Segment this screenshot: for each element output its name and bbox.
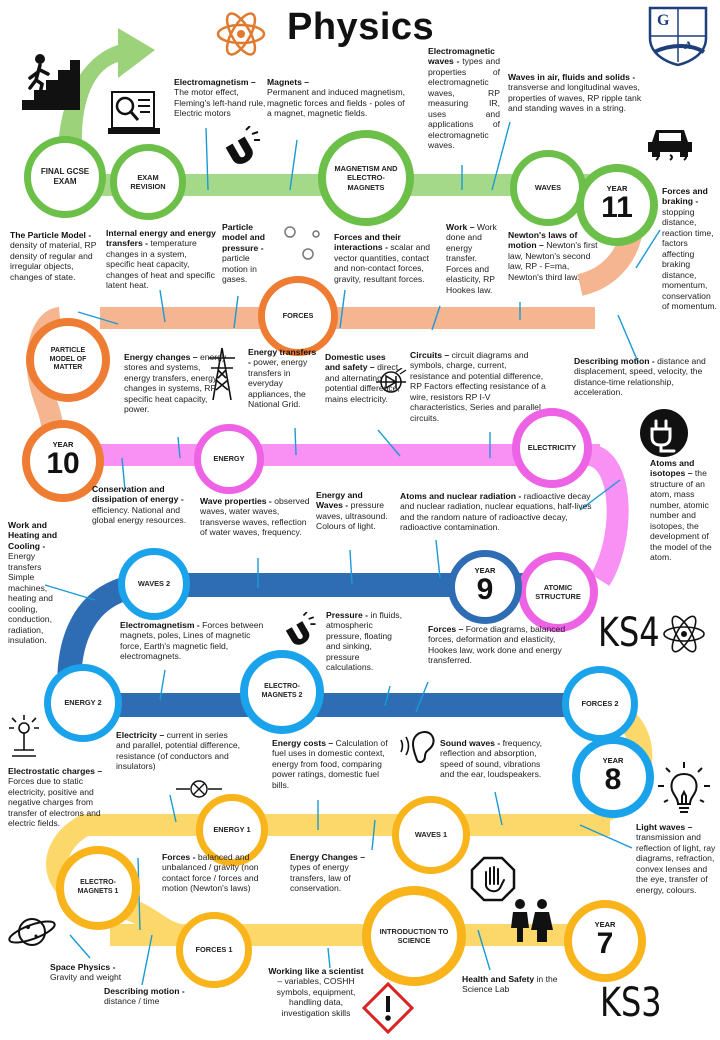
topic-forces-braking: Forces and braking - stopping distance, … xyxy=(662,186,717,312)
topic-work-heating: Work and Heating and Cooling - Energy tr… xyxy=(8,520,58,646)
topic-pressure: Pressure - in fluids, atmospheric pressu… xyxy=(326,610,402,673)
topic-describing-motion: Describing motion - distance and displac… xyxy=(574,356,706,398)
plug-icon xyxy=(640,409,688,457)
car-braking-icon xyxy=(648,130,692,161)
node-waves-2: WAVES 2 xyxy=(118,548,190,620)
node-electromagnets-1: ELECTRO-MAGNETS 1 xyxy=(56,846,140,930)
node-waves-1: WAVES 1 xyxy=(392,796,470,874)
node-electromagnets-2: ELECTRO-MAGNETS 2 xyxy=(240,650,324,734)
topic-space-physics: Space Physics - Gravity and weight xyxy=(50,962,122,983)
particles-icon xyxy=(284,226,320,260)
node-energy-2: ENERGY 2 xyxy=(44,664,122,742)
light-bulb-icon xyxy=(658,762,710,813)
node-introduction-to-science: INTRODUCTION TO SCIENCE xyxy=(362,886,466,986)
node-forces-1: FORCES 1 xyxy=(176,912,252,988)
topic-wave-properties: Wave properties - observed waves, water … xyxy=(200,496,310,538)
node-waves: WAVES xyxy=(510,150,586,226)
topic-electromagnetism-motor: Electromagnetism – The motor effect, Fle… xyxy=(174,77,266,119)
topic-atoms-isotopes: Atoms and isotopes – the structure of an… xyxy=(650,458,712,563)
stop-hand-icon xyxy=(470,856,516,902)
page-title: Physics xyxy=(287,6,435,48)
topic-em-waves: Electromagnetic waves - types and proper… xyxy=(428,46,500,151)
topic-conservation: Conservation and dissipation of energy -… xyxy=(92,484,187,526)
node-atomic-structure: ATOMIC STRUCTURE xyxy=(518,552,598,632)
magnet-small-icon xyxy=(285,612,316,645)
topic-energy-waves: Energy and Waves - pressure waves, ultra… xyxy=(316,490,388,532)
logo-letter-a: A xyxy=(684,38,693,52)
topic-waves-media: Waves in air, fluids and solids - transv… xyxy=(508,72,642,114)
ear-icon xyxy=(400,730,435,764)
school-logo: G A xyxy=(646,4,710,67)
node-energy-1: ENERGY 1 xyxy=(196,794,268,866)
node-forces-2: FORCES 2 xyxy=(562,666,638,742)
topic-magnets: Magnets –Permanent and induced magnetism… xyxy=(267,77,406,119)
topic-energy-changes: Energy changes – energy stores and syste… xyxy=(124,352,227,415)
topic-health-safety: Health and Safety in the Science Lab xyxy=(462,974,558,995)
topic-sound-waves: Sound waves - frequency, reflection and … xyxy=(440,738,543,780)
diode-icon xyxy=(376,368,407,393)
topic-electricity: Electricity – current in series and para… xyxy=(116,730,241,772)
node-electricity: ELECTRICITY xyxy=(512,408,592,488)
topic-forces-deformation: Forces – Force diagrams, balanced forces… xyxy=(428,624,566,666)
topic-newton: Newton's laws of motion – Newton's first… xyxy=(508,230,598,282)
node-magnetism: MAGNETISM AND ELECTRO-MAGNETS xyxy=(318,130,414,226)
topic-internal-energy: Internal energy and energy transfers - t… xyxy=(106,228,216,291)
topic-forces-balanced: Forces - balanced and unbalanced / gravi… xyxy=(162,852,259,894)
progress-arrow xyxy=(58,28,155,150)
atom-icon xyxy=(216,12,266,56)
node-forces: FORCES xyxy=(258,276,338,356)
node-particle-model: PARTICLE MODEL OF MATTER xyxy=(26,318,110,402)
ks3-label: KS3 xyxy=(600,980,662,1026)
topic-circuits: Circuits – circuit diagrams and symbols,… xyxy=(410,350,546,423)
hazard-warning-icon xyxy=(362,982,414,1034)
topic-particle-pressure: Particle model and pressure - particle m… xyxy=(222,222,265,285)
topic-work: Work – Work done and energy transfer. Fo… xyxy=(446,222,497,295)
planet-icon xyxy=(8,918,56,946)
topic-light-waves: Light waves – transmission and reflectio… xyxy=(636,822,716,895)
topic-describing-motion-ks3: Describing motion - distance / time xyxy=(104,986,185,1007)
magnet-icon xyxy=(225,126,260,164)
topic-domestic: Domestic uses and safety – direct and al… xyxy=(325,352,400,404)
ks4-label: KS4 xyxy=(598,610,660,656)
stairs-climber-icon xyxy=(22,54,80,110)
atom-outline-icon xyxy=(663,615,705,653)
node-exam-revision: EXAM REVISION xyxy=(110,144,186,220)
topic-particle-model: The Particle Model - density of material… xyxy=(10,230,97,282)
node-final-gcse-exam: FINAL GCSE EXAM xyxy=(24,136,106,218)
topic-electrostatic: Electrostatic charges – Forces due to st… xyxy=(8,766,103,829)
topic-electromagnetism-forces: Electromagnetism - Forces between magnet… xyxy=(120,620,264,662)
topic-forces-interactions: Forces and their interactions - scalar a… xyxy=(334,232,431,284)
node-energy: ENERGY xyxy=(194,424,264,494)
lamp-symbol-icon xyxy=(176,780,222,798)
logo-letter-g: G xyxy=(657,12,670,29)
topic-energy-changes-ks3: Energy Changes – types of energy transfe… xyxy=(290,852,365,894)
electroscope-icon xyxy=(9,715,39,757)
topic-energy-costs: Energy costs – Calculation of fuel uses … xyxy=(272,738,388,790)
students-icon xyxy=(511,899,553,942)
exam-paper-icon xyxy=(108,91,160,134)
topic-nuclear-radiation: Atoms and nuclear radiation - radioactiv… xyxy=(400,491,592,533)
topic-working-scientist: Working like a scientist – variables, CO… xyxy=(268,966,364,1018)
topic-energy-transfers: Energy transfers - power, energy transfe… xyxy=(248,347,317,410)
pylon-icon xyxy=(209,347,235,401)
